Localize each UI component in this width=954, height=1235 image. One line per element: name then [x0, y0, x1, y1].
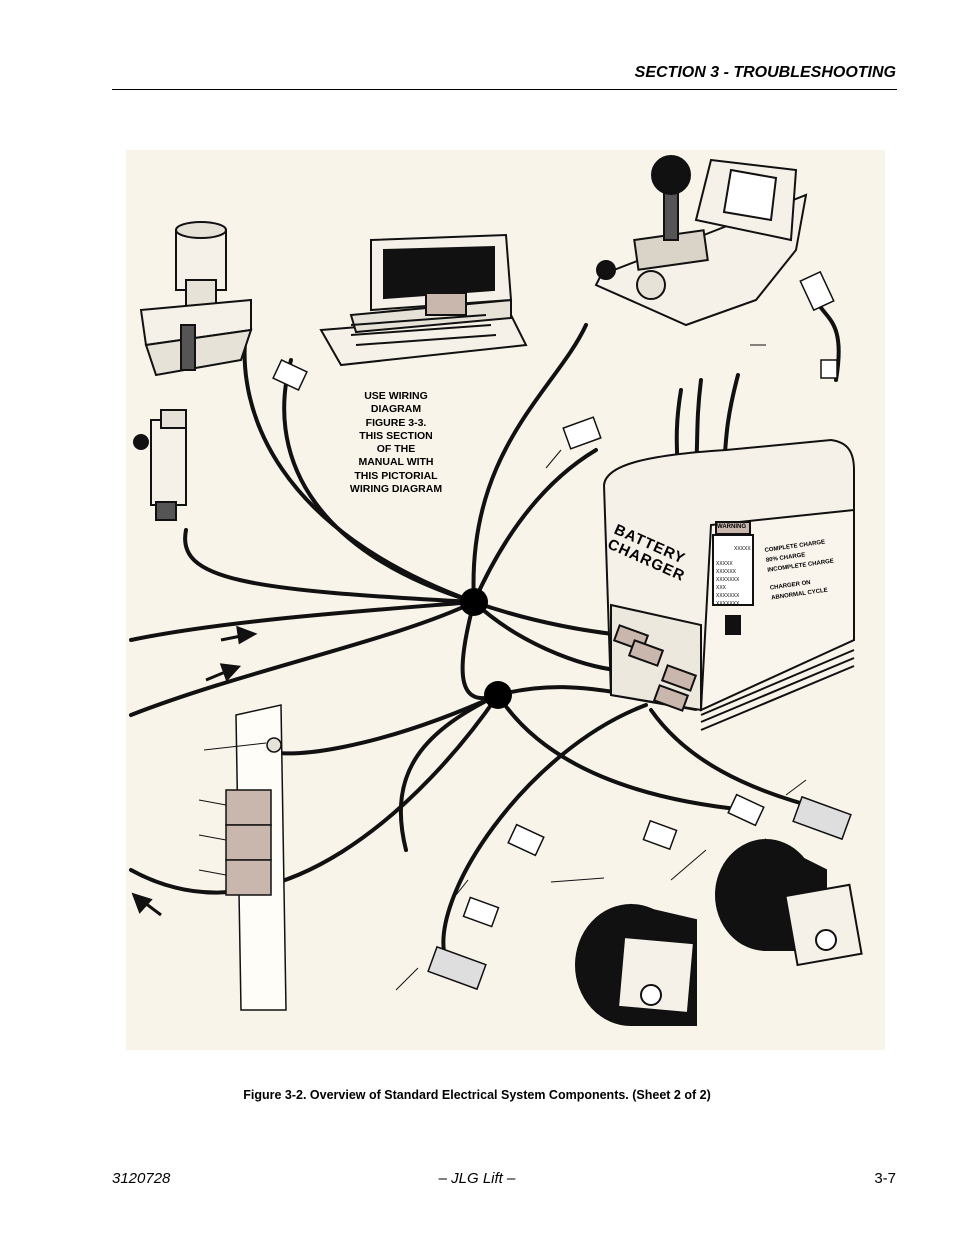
note-line: WIRING DIAGRAM — [349, 483, 443, 496]
cable-charger-motor2 — [649, 708, 828, 812]
note-line: FIGURE 3-3. — [365, 416, 427, 429]
control-box — [594, 155, 808, 327]
charger-warning-text: XXXXX — [734, 546, 751, 552]
cable-valve — [242, 328, 476, 604]
cable-charger-b — [472, 600, 623, 637]
note-wiring-diagram: USE WIRING DIAGRAM FIGURE 3-3. THIS SECT… — [336, 390, 456, 496]
section-title: SECTION 3 - TROUBLESHOOTING — [634, 64, 896, 81]
control-box-connector — [799, 270, 838, 379]
laptop-analyzer — [319, 233, 528, 367]
drive-motors — [575, 838, 863, 1026]
battery-charger — [602, 438, 855, 731]
note-line: MANUAL WITH — [358, 456, 434, 469]
cable-pressure-switch — [183, 528, 476, 604]
illustration-svg — [129, 155, 863, 1026]
note-line: USE WIRING — [364, 390, 428, 402]
wiring-illustration: USE WIRING DIAGRAM FIGURE 3-3. THIS SECT… — [126, 150, 885, 1050]
cable-laptop — [471, 323, 588, 604]
junction-point — [460, 588, 488, 616]
charger-code: XXXXX — [716, 561, 733, 567]
leader-lines — [198, 344, 807, 991]
charger-code: XXXXXXX — [716, 601, 740, 607]
header-rule — [112, 89, 897, 90]
charger-indicators: COMPLETE CHARGE 80% CHARGE INCOMPLETE CH… — [764, 537, 838, 604]
pressure-switch — [133, 409, 187, 521]
cable-junction2-out — [129, 693, 500, 895]
cable-junction2-down — [398, 693, 500, 852]
note-line: THIS PICTORIAL — [354, 469, 438, 482]
page-number: 3-7 — [874, 1170, 896, 1187]
junction-point — [484, 681, 512, 709]
doc-number: 3120728 — [112, 1170, 171, 1187]
cable-charger-motor1 — [441, 703, 648, 962]
charger-code: XXX — [716, 585, 727, 591]
connectors — [272, 359, 852, 991]
charger-code: XXXXXXX — [716, 577, 740, 583]
direction-arrows — [131, 625, 258, 917]
solenoid-valve — [139, 221, 253, 377]
cable-left-connector — [282, 358, 476, 604]
terminal-strip — [225, 704, 287, 1011]
charger-warning: WARNING — [717, 524, 746, 530]
note-line: DIAGRAM — [370, 403, 422, 416]
footer-publisher: – JLG Lift – — [438, 1170, 516, 1187]
note-line: OF THE — [376, 443, 416, 456]
cable-charger-a — [472, 600, 623, 672]
charger-codes: XXXXX XXXXXX XXXXXXX XXX XXXXXXX XXXXXXX — [716, 560, 739, 608]
charger-code: XXXXXXX — [716, 593, 740, 599]
cable-left-in-2 — [129, 600, 476, 717]
note-line: THIS SECTION — [359, 429, 433, 442]
cable-connector-top — [472, 448, 598, 604]
charger-code: XXXXXX — [716, 569, 737, 575]
cable-junction2-motor — [496, 693, 748, 812]
figure-caption: Figure 3-2. Overview of Standard Electri… — [243, 1088, 711, 1102]
cable-left-in-1 — [129, 600, 476, 642]
cable-junction2-switches — [264, 693, 500, 756]
